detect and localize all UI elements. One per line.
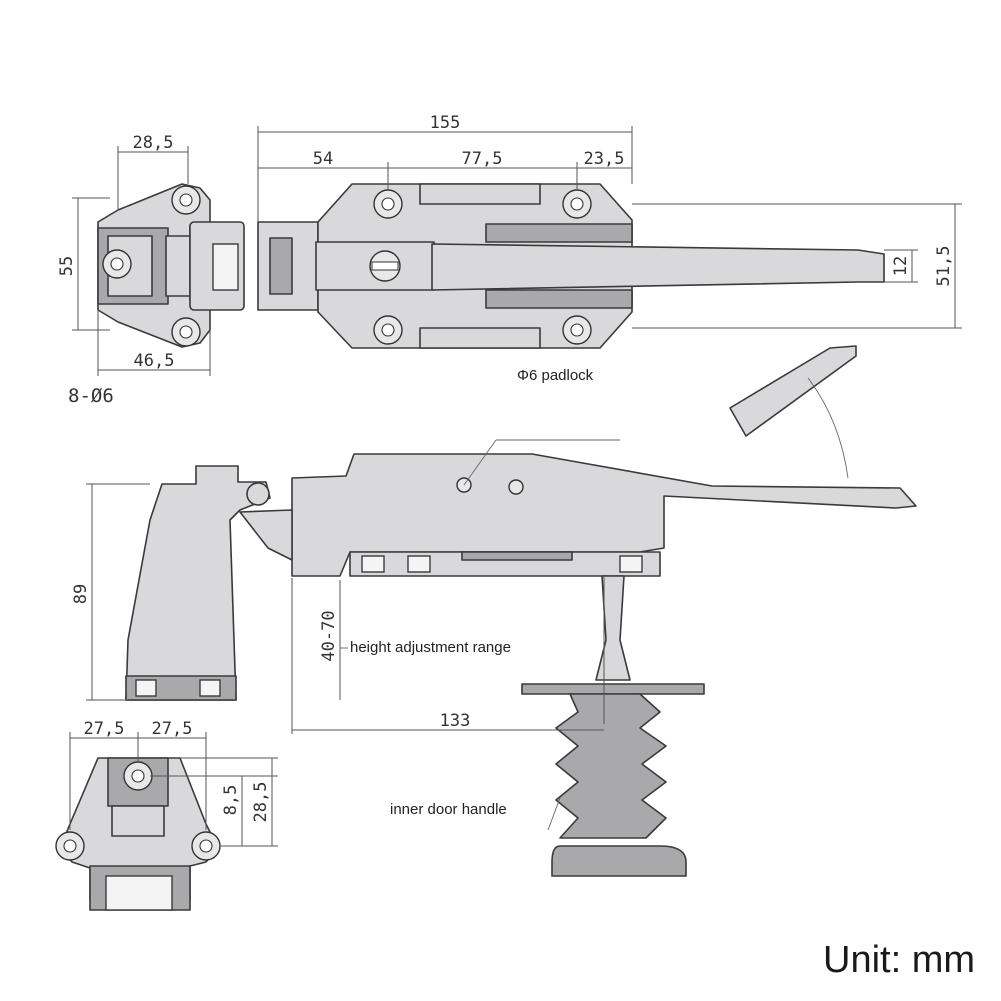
dim-hole-offset: 8,5 — [221, 785, 241, 816]
side-dimensions — [86, 439, 620, 831]
holes-note: 8-Ø6 — [68, 385, 114, 407]
dim-handle-tip: 12 — [891, 256, 911, 276]
dim-strike-post-height: 89 — [71, 584, 91, 604]
hole-icon — [55, 831, 85, 861]
top-strike-plate — [97, 183, 211, 348]
hole-icon — [102, 249, 132, 279]
dim-half-left: 27,5 — [84, 719, 125, 739]
dim-overall-width: 51,5 — [934, 246, 954, 287]
top-lever-arm — [431, 243, 885, 291]
dim-strike-base: 46,5 — [134, 351, 175, 371]
top-view: 155 54 77,5 23,5 28,5 55 46,5 51,5 12 8-… — [57, 113, 962, 407]
dim-half-right: 27,5 — [152, 719, 193, 739]
raised-lever-outline — [729, 345, 857, 437]
padlock-slot-icon — [369, 250, 401, 282]
adjust-range-label: height adjustment range — [350, 639, 511, 656]
dim-strike-width: 28,5 — [133, 133, 174, 153]
dim-strike-height: 55 — [57, 256, 77, 276]
dim-body-height: 28,5 — [251, 782, 271, 823]
dim-segment-right: 23,5 — [584, 149, 625, 169]
dim-overall-length: 155 — [430, 113, 461, 133]
unit-label: Unit: mm — [823, 939, 975, 981]
hole-icon — [373, 315, 403, 345]
end-view: 27,5 27,5 8,5 28,5 — [55, 719, 278, 911]
hole-icon — [562, 315, 592, 345]
swing-arc — [807, 377, 849, 479]
inner-door-handle — [521, 575, 705, 877]
padlock-label: Φ6 padlock — [517, 367, 594, 384]
dim-adjust-range: 40-70 — [319, 610, 339, 661]
side-latch-body — [239, 453, 917, 577]
dim-reach-length: 133 — [440, 711, 471, 731]
hole-icon — [373, 189, 403, 219]
hole-icon — [562, 189, 592, 219]
end-dimension-labels: 27,5 27,5 8,5 28,5 — [84, 719, 271, 822]
hole-icon — [123, 761, 153, 791]
top-dimensions — [72, 126, 962, 376]
dim-segment-mid: 77,5 — [462, 149, 503, 169]
top-roller-block — [189, 221, 245, 311]
side-strike-post — [125, 465, 271, 701]
top-dimension-labels: 155 54 77,5 23,5 28,5 55 46,5 51,5 12 8-… — [57, 113, 954, 407]
side-view: Φ6 padlock 89 40-70 height adjustment ra… — [71, 345, 917, 877]
hole-icon — [171, 185, 201, 215]
end-dimensions — [69, 732, 278, 847]
hole-icon — [191, 831, 221, 861]
hole-icon — [171, 317, 201, 347]
side-labels: Φ6 padlock 89 40-70 height adjustment ra… — [71, 367, 594, 818]
inner-handle-label: inner door handle — [390, 801, 507, 818]
dim-segment-left: 54 — [313, 149, 333, 169]
